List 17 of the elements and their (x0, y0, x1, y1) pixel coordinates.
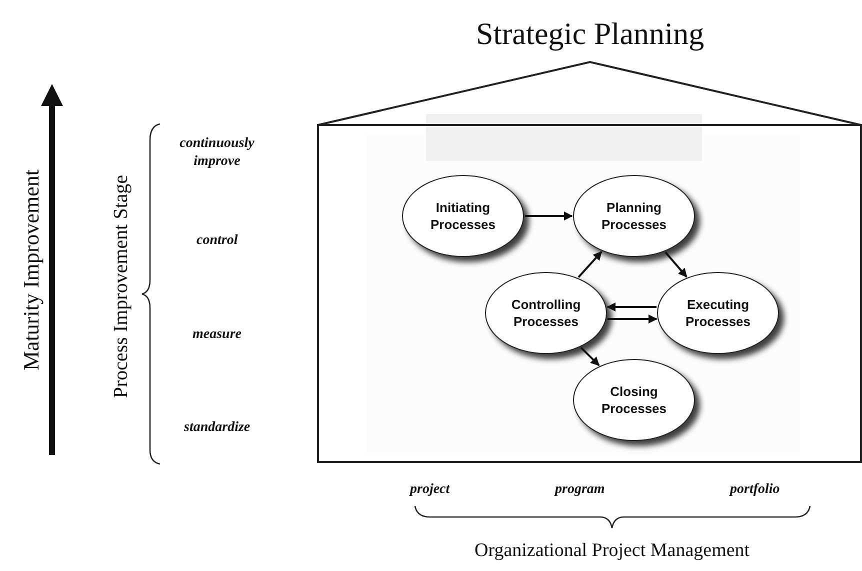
stage-label: control (196, 233, 238, 249)
stage-label: standardize (184, 420, 250, 436)
scope-label: portfolio (730, 482, 780, 498)
stage-label: continuously improve (178, 135, 256, 171)
diagram-title: Strategic Planning (476, 16, 704, 52)
axis-label: Maturity Improvement (18, 170, 44, 370)
arrow (578, 251, 602, 278)
arrow (606, 302, 657, 312)
stage-label: measure (192, 327, 242, 343)
brace-label: Organizational Project Management (474, 540, 750, 562)
arrow (580, 346, 600, 366)
arrow (525, 212, 573, 220)
scope-label: project (410, 482, 450, 498)
arrow (664, 252, 688, 278)
scope-label: program (555, 482, 605, 498)
axis-label: Process Improvement Stage (110, 174, 133, 398)
arrow (607, 314, 658, 324)
